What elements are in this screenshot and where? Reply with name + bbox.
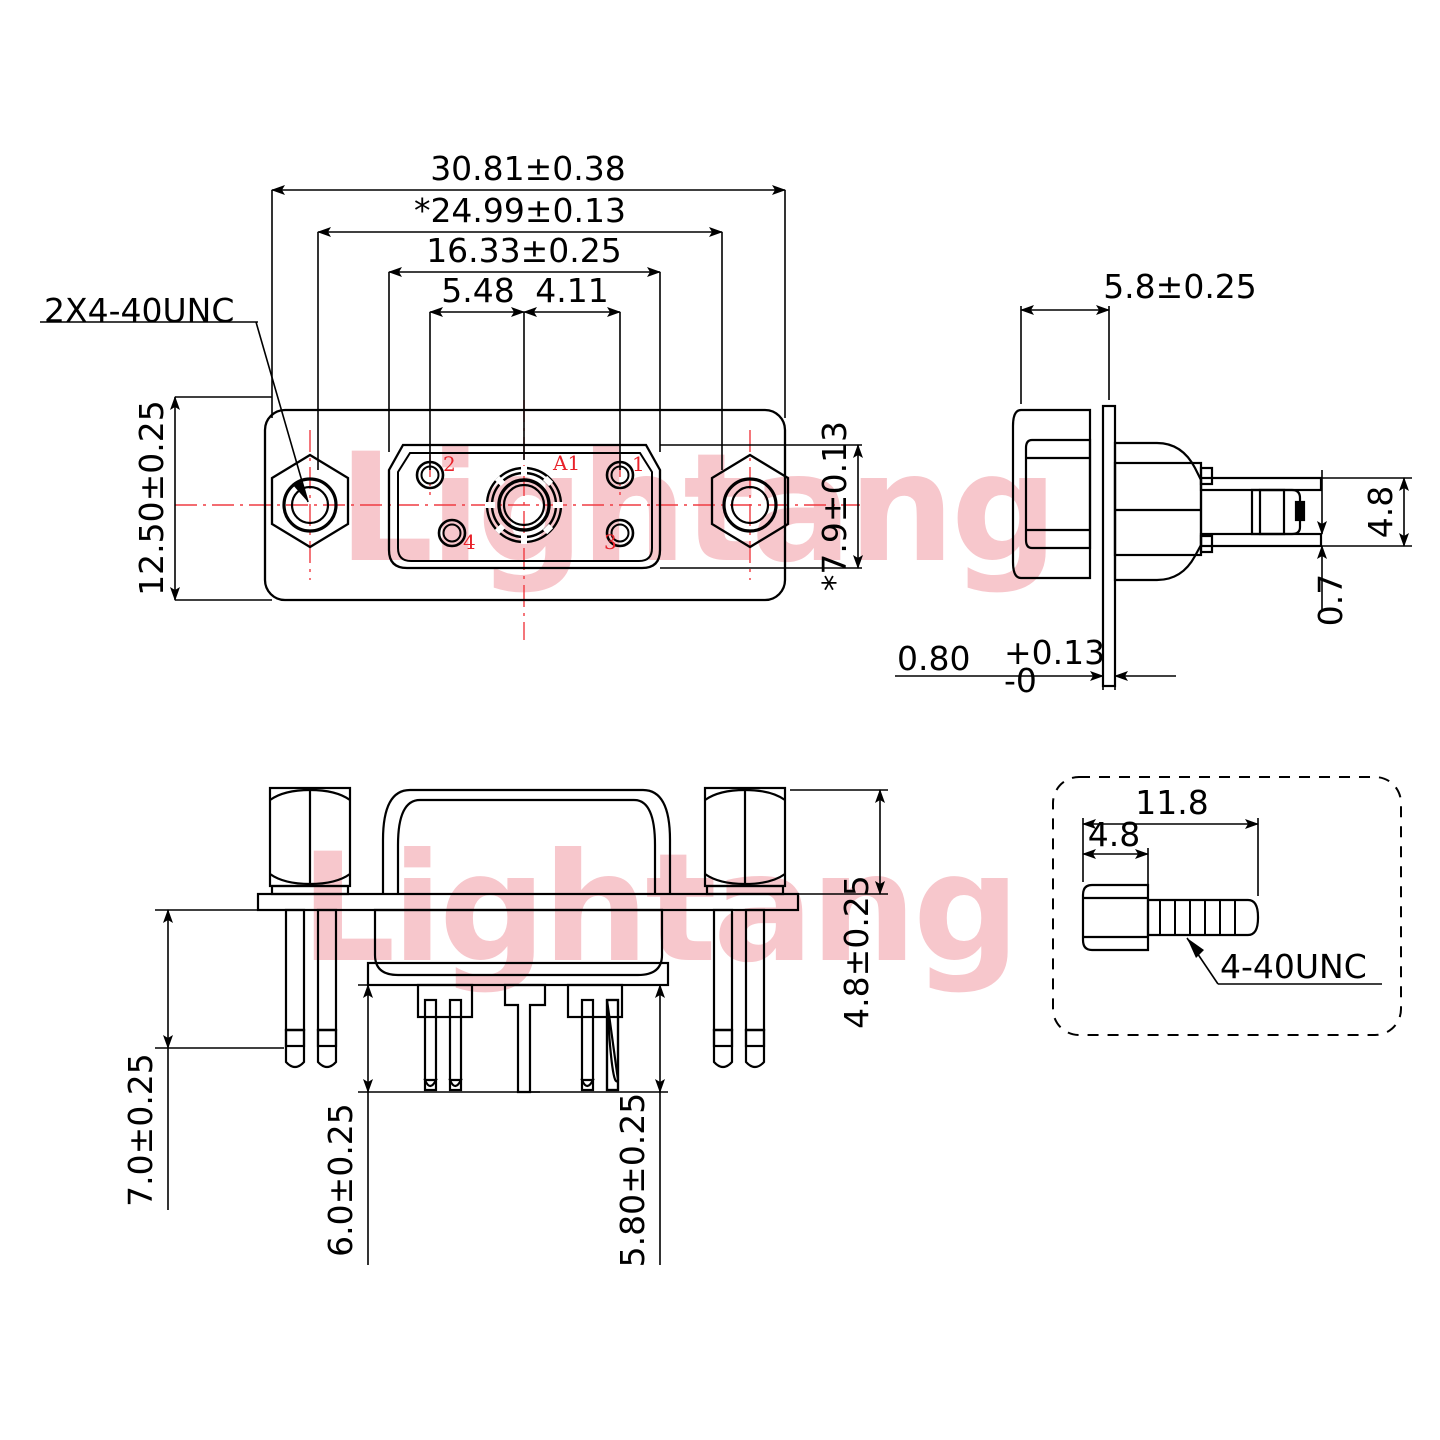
contact-labels: 2 1 3 4 A1 [443,451,645,554]
bottom-view-group [256,786,800,1094]
front-view-dimensions [40,185,863,601]
dsub-shell-outer [387,443,662,570]
contact-label-1: 1 [632,452,645,476]
contact-label-3: 3 [604,530,617,554]
dim-shell-height: *7.9±0.13 [815,421,854,591]
dim-signal-pin-length: 6.0±0.25 [321,1103,360,1257]
dim-screw-hex-length: 4.8 [1088,815,1140,854]
side-view-dimension-text: 5.8±0.25 4.8 0.7 0.80 +0.13 -0 [897,267,1400,700]
dim-overall-height: 12.50±0.25 [132,400,171,596]
front-panel-outline [263,408,787,602]
contact-label-a1: A1 [552,451,580,475]
bottom-view-dimensions [155,789,888,1265]
contact-label-4: 4 [463,530,476,554]
note-screw-thread-callout: 4-40UNC [1220,947,1367,986]
dim-jackscrew-pin-length: 7.0±0.25 [121,1053,160,1207]
contact-label-2: 2 [443,452,456,476]
dsub-shell-inner [397,452,653,562]
note-thread-callout: 2X4-40UNC [44,291,234,330]
screw-detail-group: 11.8 4.8 4-40UNC [1052,776,1402,1036]
dim-flange-tol-upper: +0.13 [1004,633,1105,672]
dim-mounting-hole-span: *24.99±0.13 [414,191,626,230]
screw-geometry [1081,883,1260,952]
screw-detail-box [1052,776,1402,1036]
dim-flange-tol-lower: -0 [1004,661,1037,700]
jackscrew-right [710,453,790,549]
front-view-group [175,400,860,640]
dim-tail-offset: 0.7 [1311,574,1350,626]
coaxial-contact-a1 [485,466,563,544]
front-view-dimension-text: 30.81±0.38 *24.99±0.13 16.33±0.25 5.48 4… [44,149,854,596]
bottom-view-dimension-text: 4.8±0.25 7.0±0.25 6.0±0.25 5.80±0.25 [121,875,876,1267]
dim-coax-pin-length: 5.80±0.25 [613,1093,652,1268]
dim-body-depth: 5.8±0.25 [1103,267,1257,306]
screw-detail-dimensions [1082,818,1382,985]
dim-screw-total-length: 11.8 [1135,783,1208,822]
dim-standoff-height: 4.8±0.25 [837,875,876,1029]
dim-pitch-a: 5.48 [441,271,514,310]
jackscrew-left [270,453,350,549]
dim-overall-width: 30.81±0.38 [430,149,626,188]
watermark-text-top: Lightang [338,422,1054,596]
dim-flange-thickness: 0.80 [897,639,970,678]
side-view-group [1011,404,1323,688]
side-view-dimensions [895,305,1412,690]
dim-shell-width: 16.33±0.25 [426,231,622,270]
dim-pitch-b: 4.11 [535,271,608,310]
dim-tail-height: 4.8 [1361,486,1400,538]
